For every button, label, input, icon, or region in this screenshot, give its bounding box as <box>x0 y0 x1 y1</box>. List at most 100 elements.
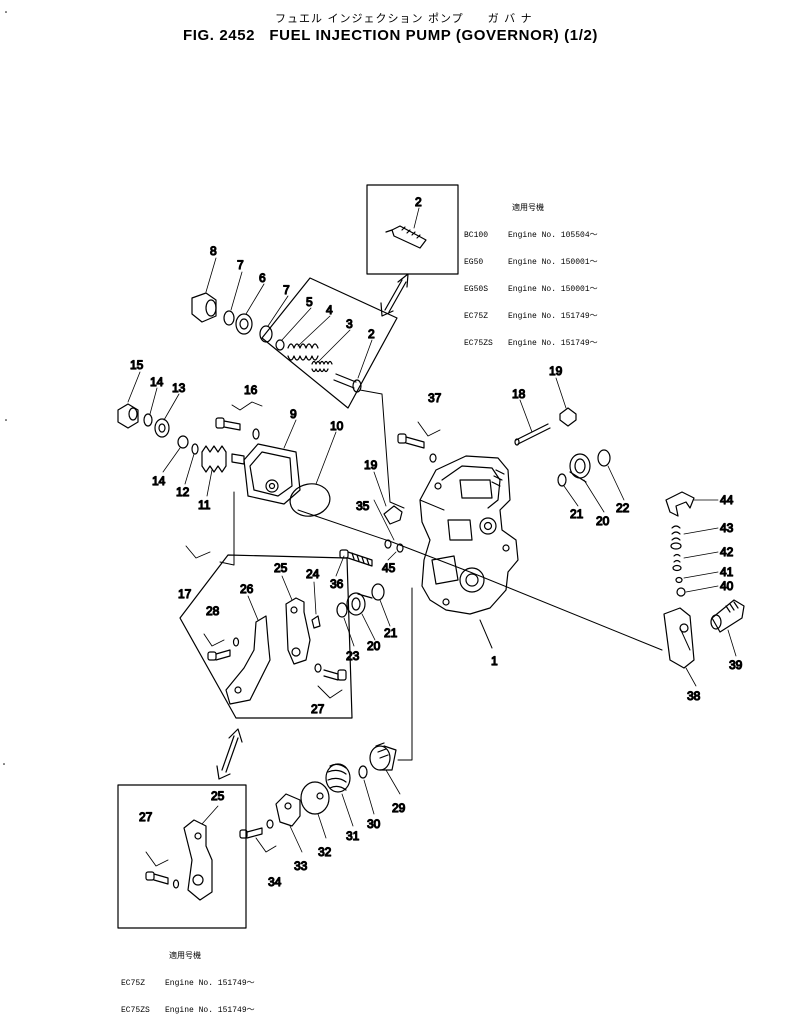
callout-label: 28 <box>206 604 220 618</box>
sleeve-part <box>569 453 591 483</box>
washer-part <box>177 435 189 449</box>
inset-box-top <box>366 184 459 275</box>
callout-label: 25 <box>211 789 225 803</box>
callout-label: 20 <box>367 639 381 653</box>
lever-assembly-frame <box>179 554 353 719</box>
ring-part <box>336 602 348 618</box>
callout-label: 9 <box>290 407 297 421</box>
callout-label: 31 <box>346 829 360 843</box>
callout-label: 27 <box>139 810 153 824</box>
washer-part <box>384 539 392 549</box>
callout-label: 30 <box>367 817 381 831</box>
callout-label: 19 <box>549 364 563 378</box>
stud-part <box>710 599 745 633</box>
callout-label: 35 <box>356 499 370 513</box>
callout-label: 42 <box>720 545 734 559</box>
weight-part <box>300 781 330 815</box>
spring-part <box>287 343 319 361</box>
governor-spring-part <box>325 763 351 793</box>
callout-label: 6 <box>259 271 266 285</box>
governor-housing-part <box>419 455 519 615</box>
callout-label: 39 <box>729 658 743 672</box>
bolt-part <box>339 549 373 567</box>
callout-numbers: 2 8 7 6 7 5 4 3 2 15 14 13 16 9 10 14 12… <box>129 194 743 889</box>
callout-label: 21 <box>384 626 398 640</box>
spring-seat-part <box>369 742 397 771</box>
lever-arm-part <box>285 597 311 665</box>
callout-label: 26 <box>240 582 254 596</box>
washer-part <box>223 310 235 326</box>
bolt-part <box>314 663 347 681</box>
callout-label: 14 <box>150 375 164 389</box>
callout-label: 5 <box>306 295 313 309</box>
callout-label: 23 <box>346 649 360 663</box>
callout-label: 29 <box>392 801 406 815</box>
scan-specks <box>3 11 7 765</box>
cap-nut-part <box>191 292 217 323</box>
callout-label: 40 <box>720 579 734 593</box>
bolt-part <box>207 637 240 661</box>
callout-brackets <box>145 401 441 867</box>
lever-arm-part <box>183 819 213 901</box>
callout-label: 21 <box>570 507 584 521</box>
pin-part <box>311 615 321 629</box>
lever-plate-part <box>225 615 271 705</box>
sleeve-part <box>346 592 373 616</box>
bracket-part <box>275 793 301 827</box>
callout-label: 25 <box>274 561 288 575</box>
applicability-header: 適用号機 <box>169 952 201 961</box>
callout-label: 3 <box>346 317 353 331</box>
callout-label: 27 <box>311 702 325 716</box>
seat-part <box>675 576 683 584</box>
callout-label: 13 <box>172 381 186 395</box>
applicability-header: 適用号機 <box>512 204 544 213</box>
bolt-part <box>239 819 274 839</box>
ring-part <box>275 339 285 351</box>
washer-part <box>396 543 404 553</box>
callout-label: 14 <box>152 474 166 488</box>
double-arrow-top <box>380 273 409 317</box>
connection-lines <box>219 389 691 761</box>
plug-part <box>559 407 577 427</box>
callout-label: 22 <box>616 501 630 515</box>
callout-label: 7 <box>283 283 290 297</box>
bolt-part <box>145 871 180 889</box>
bolt-part <box>397 433 437 463</box>
ball-part <box>676 587 686 597</box>
o-ring-part <box>371 583 385 601</box>
bolt-part <box>215 417 260 440</box>
callout-label: 41 <box>720 565 734 579</box>
callout-label: 38 <box>687 689 701 703</box>
callout-label: 11 <box>198 498 211 512</box>
callout-label: 2 <box>415 195 422 209</box>
inset-box-bottom <box>117 784 247 929</box>
threaded-plug-part <box>201 445 227 473</box>
ring-part <box>597 449 611 467</box>
small-spring-part <box>311 360 333 373</box>
spring-part <box>670 525 682 550</box>
pin-part <box>514 423 551 446</box>
bracket-part <box>663 607 695 669</box>
callout-label: 1 <box>491 654 498 668</box>
plug-part <box>383 505 403 525</box>
rod-part <box>333 373 362 393</box>
o-ring-part <box>557 473 567 487</box>
figure-title: FIG. 2452 FUEL INJECTION PUMP (GOVERNOR)… <box>183 27 598 44</box>
governor-cover-part <box>231 443 301 505</box>
nut-part <box>235 313 253 335</box>
clip-part <box>665 491 695 517</box>
callout-label: 10 <box>330 419 344 433</box>
figure-name: FUEL INJECTION PUMP (GOVERNOR) (1/2) <box>269 27 599 44</box>
callout-leaders <box>127 207 737 853</box>
double-arrow-bottom <box>216 728 243 780</box>
washer-part <box>259 325 273 343</box>
callout-label: 18 <box>512 387 526 401</box>
callout-label: 20 <box>596 514 610 528</box>
callout-label: 19 <box>364 458 378 472</box>
washer-part <box>143 413 153 427</box>
